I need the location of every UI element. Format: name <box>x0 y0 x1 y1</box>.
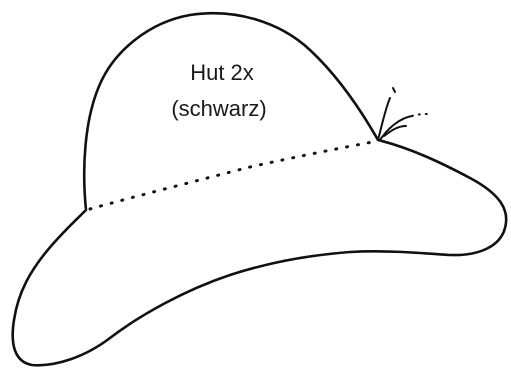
hat-label-line-1: Hut 2x <box>190 60 254 85</box>
hat-tassel <box>377 87 433 141</box>
hat-label-line-2: (schwarz) <box>171 96 266 121</box>
hat-outline <box>11 11 508 367</box>
hat-band-dotted-line <box>88 139 380 211</box>
